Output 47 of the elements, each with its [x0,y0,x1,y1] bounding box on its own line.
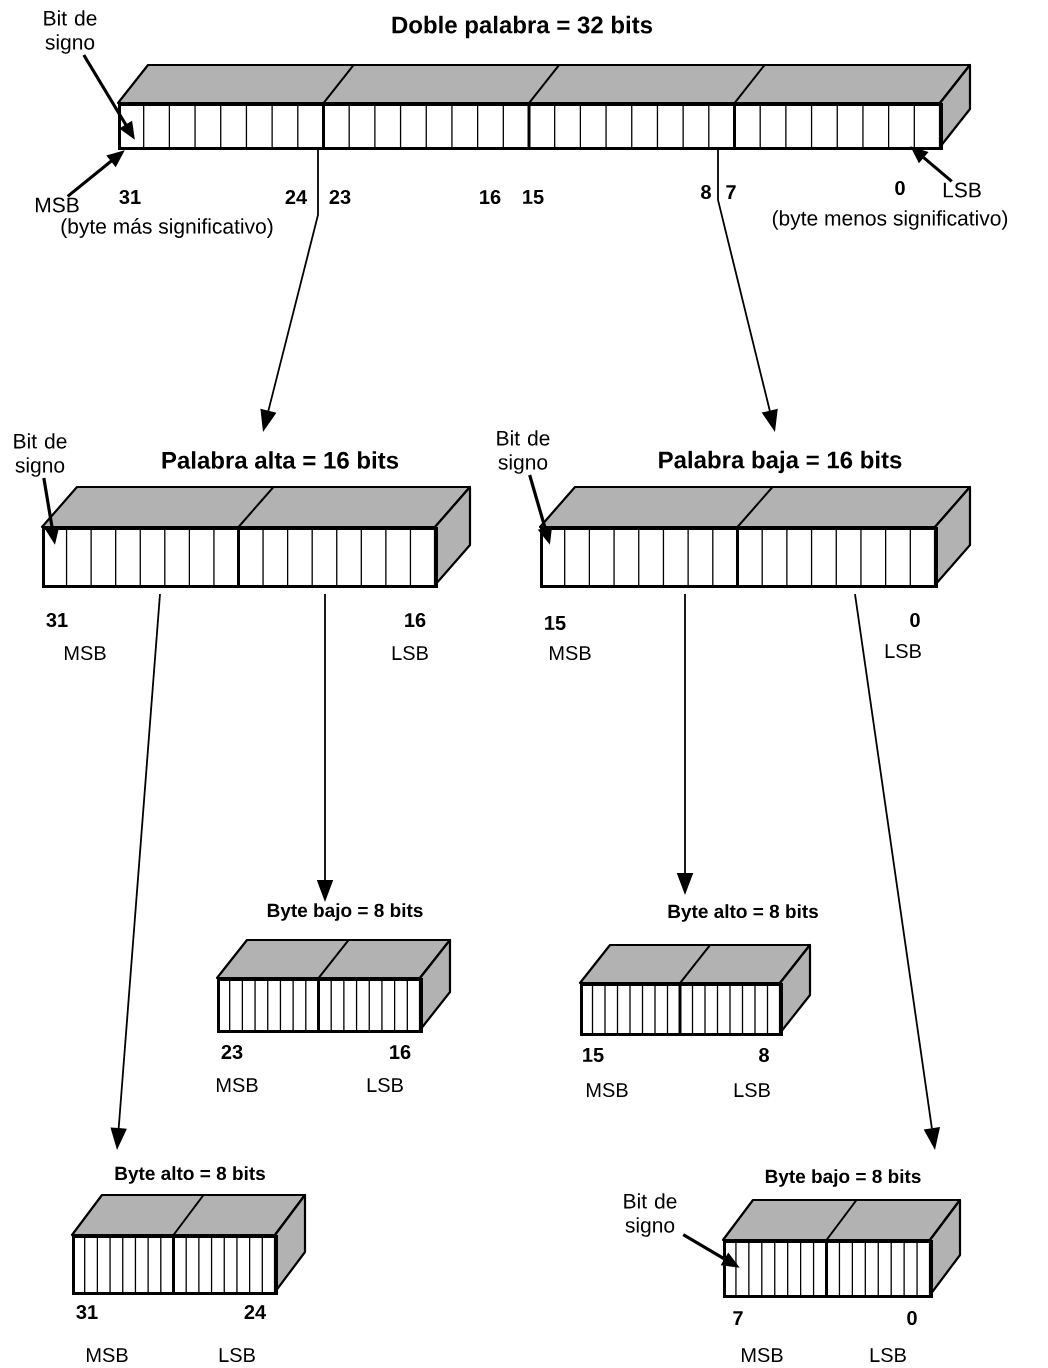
note-text: MSB [35,197,79,213]
bit-number: 15 [523,190,544,204]
note-text: Bit de signo [497,430,550,474]
bit-label: MSB [87,1347,128,1363]
note-text: Bit de signo [14,433,67,477]
note-text: (byte más significativo) [61,218,273,238]
bit-label: LSB [885,643,921,659]
register-title: Doble palabra = 32 bits [392,15,653,39]
bit-label: 7 [733,1311,743,1325]
bit-label: 15 [583,1048,604,1062]
register-title: Palabra alta = 16 bits [162,451,399,469]
bit-label: 31 [46,612,68,628]
note-text: Bit de signo [624,1193,677,1237]
bit-number: 31 [119,189,141,205]
bit-label: MSB [217,1077,258,1093]
bit-label: LSB [367,1077,403,1093]
bit-label: 0 [907,1310,917,1326]
bit-number: 7 [726,185,736,199]
bit-label: LSB [219,1347,255,1363]
bit-label: 0 [910,612,920,628]
register-title: Byte bajo = 8 bits [267,903,423,921]
bit-label: MSB [742,1347,783,1363]
bit-label: MSB [65,645,106,661]
note-text: (byte menos significativo) [772,210,1008,230]
bit-label: 23 [221,1044,243,1060]
register-title: Byte alto = 8 bits [115,1166,265,1184]
bit-label: LSB [392,645,428,661]
bit-number: 8 [701,184,711,200]
bit-number: 24 [285,190,307,204]
bit-label: LSB [734,1082,770,1098]
note-text: Bit de signo [44,10,97,54]
bit-label: 24 [244,1305,266,1319]
bit-label: 15 [545,616,566,630]
bit-label: 16 [405,612,426,628]
register-title: Byte bajo = 8 bits [765,1169,921,1187]
bit-label: MSB [587,1082,628,1098]
bit-label: 8 [759,1047,769,1063]
bit-number: 23 [329,189,351,205]
bit-number: 16 [480,189,501,205]
bit-number: 0 [895,180,905,196]
bit-label: LSB [870,1347,906,1363]
register-title: Palabra baja = 16 bits [659,450,902,474]
bit-label: MSB [550,645,591,661]
bit-label: 31 [76,1304,98,1320]
bit-label: 16 [390,1044,411,1060]
register-title: Byte alto = 8 bits [668,904,818,922]
note-text: LSB [943,182,981,198]
